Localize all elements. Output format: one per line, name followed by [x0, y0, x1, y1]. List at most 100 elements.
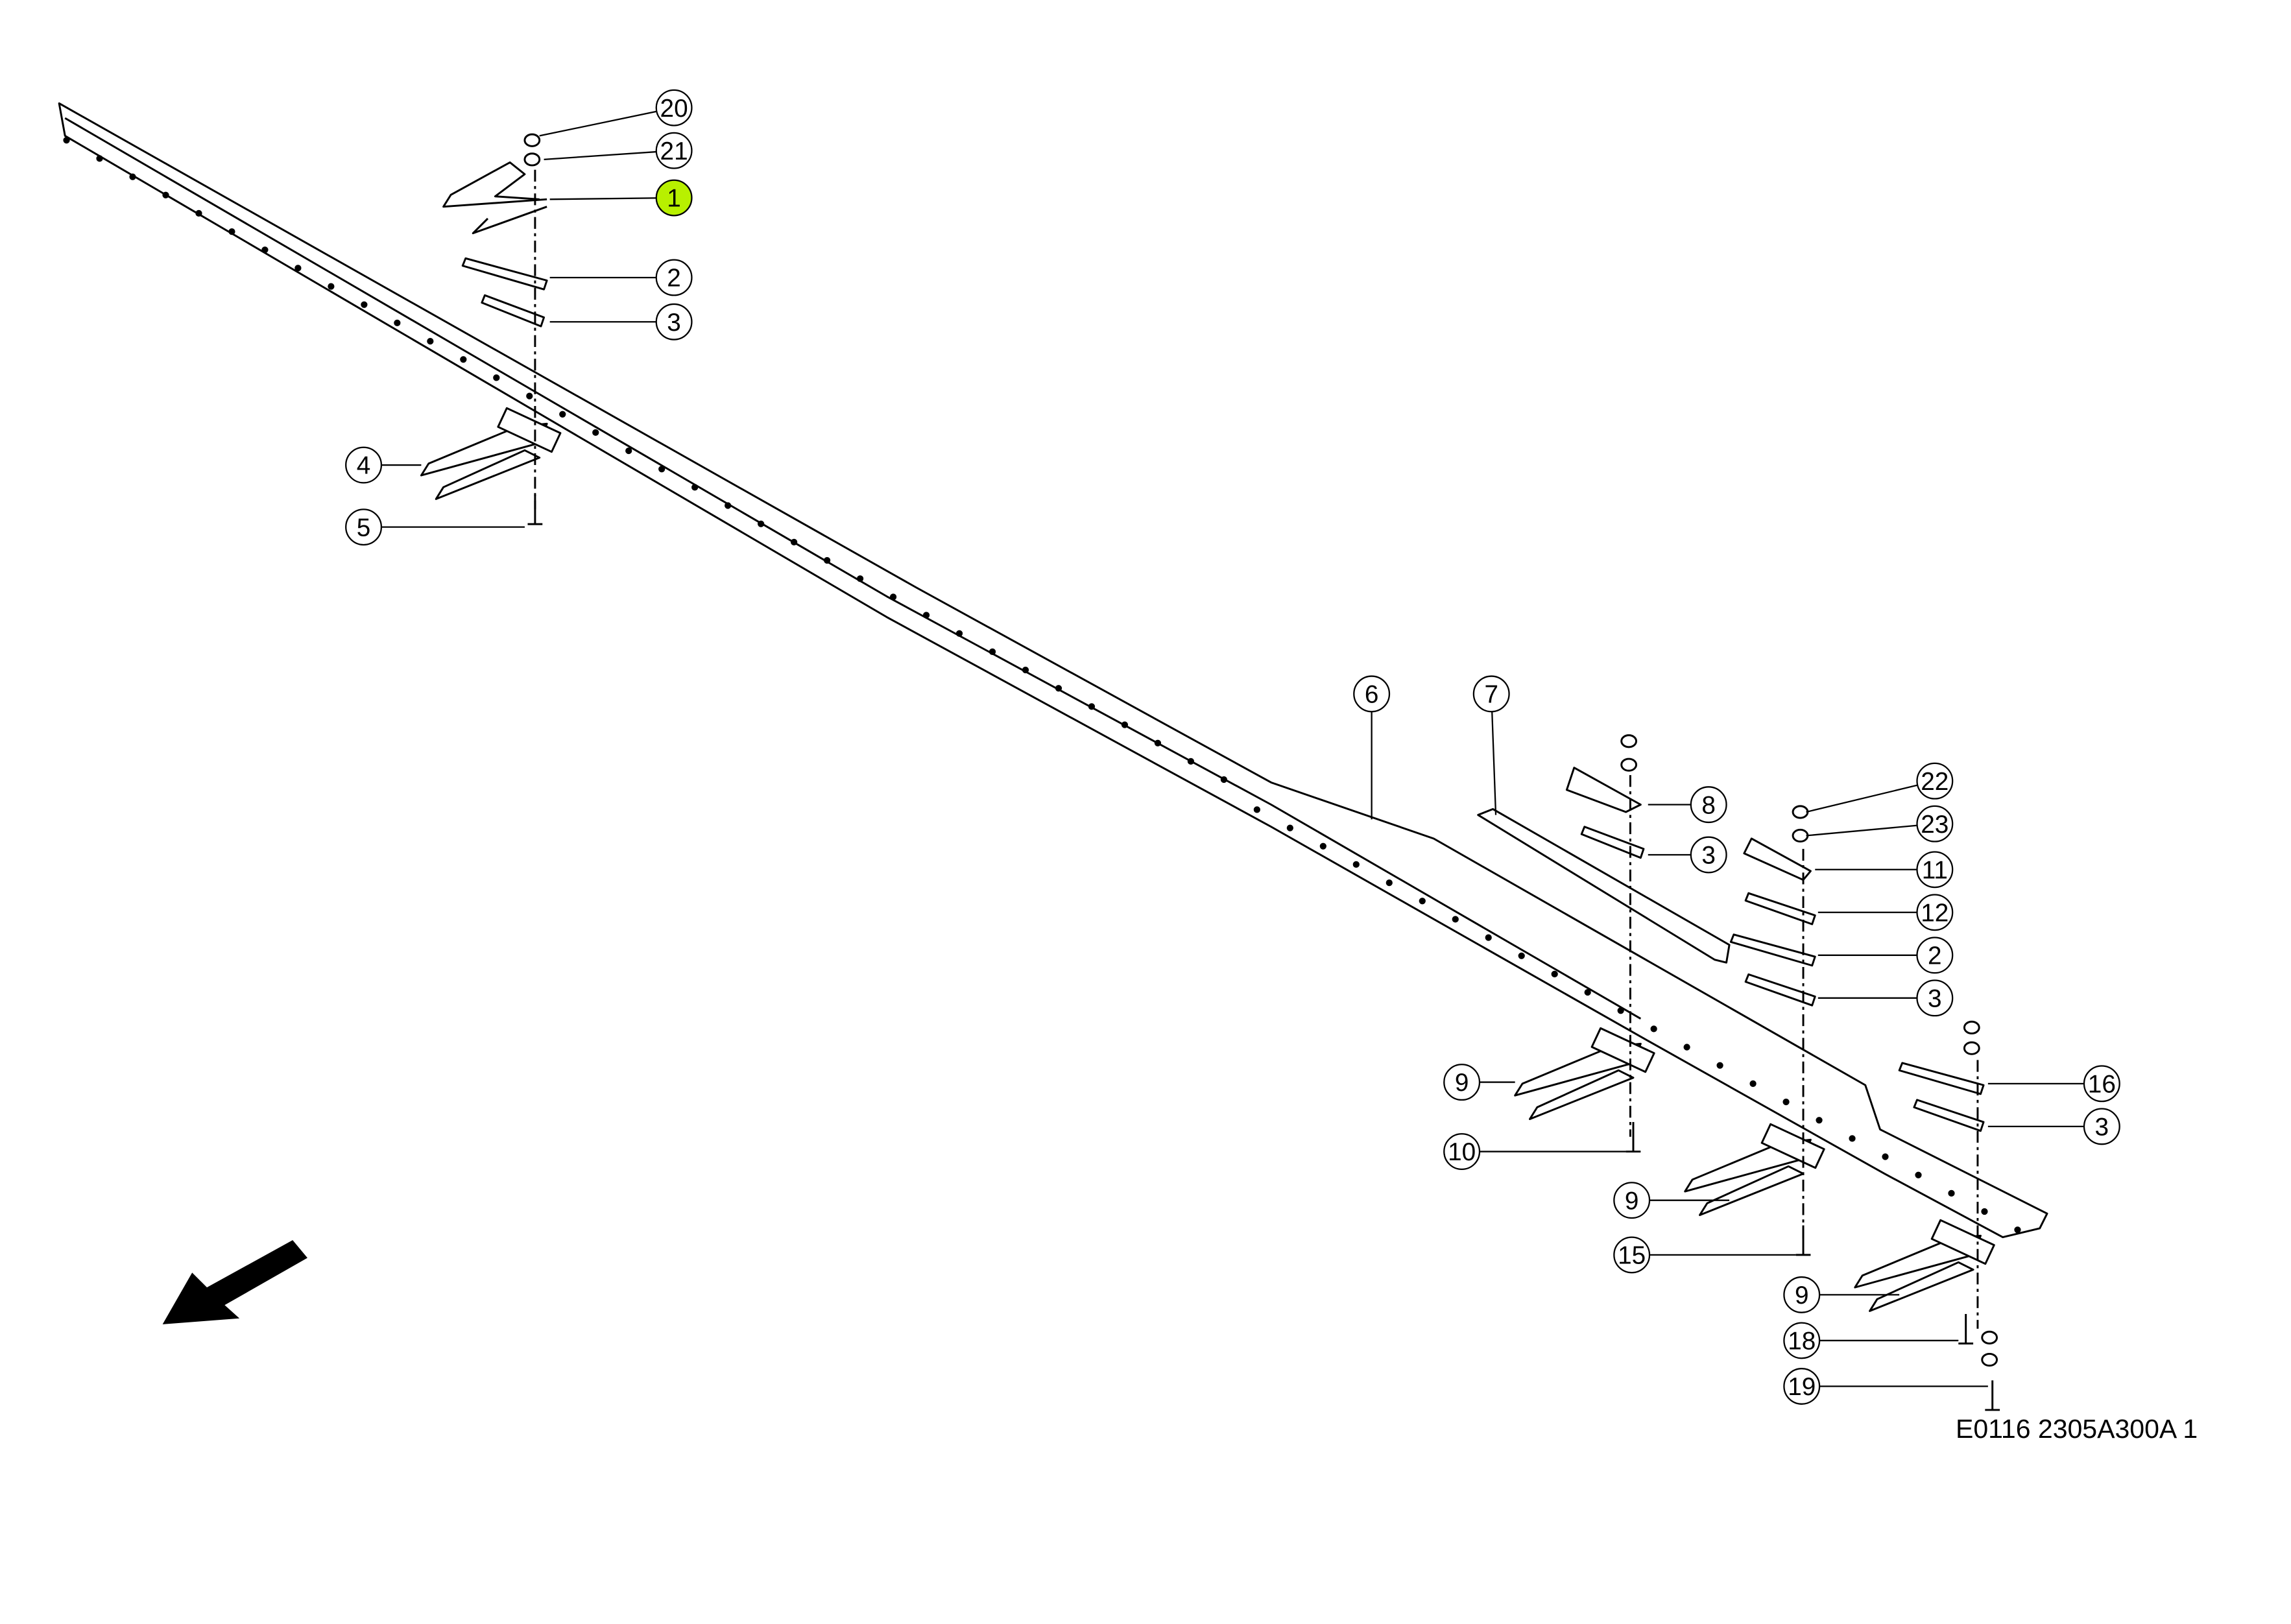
callout-2[interactable]: 2	[1916, 937, 1954, 974]
nut	[1963, 1041, 1980, 1055]
plate	[1898, 1062, 1985, 1095]
bar-hole	[1716, 1062, 1723, 1069]
nut	[1792, 828, 1809, 843]
bar-hole	[1286, 824, 1293, 831]
bolt	[1958, 1313, 1974, 1344]
bar-hole	[1220, 776, 1228, 783]
nut	[1620, 734, 1638, 748]
callout-label: 4	[357, 452, 371, 480]
plate	[1729, 933, 1816, 967]
callout-label: 9	[1625, 1187, 1639, 1215]
nut	[1620, 758, 1638, 772]
leader-line	[1806, 823, 1935, 837]
callout-1[interactable]: 1	[655, 179, 693, 217]
nut	[523, 133, 541, 147]
callout-16[interactable]: 16	[2083, 1065, 2120, 1103]
callout-3[interactable]: 3	[2083, 1108, 2120, 1145]
callout-9[interactable]: 9	[1443, 1064, 1481, 1101]
bar-hole	[889, 593, 897, 601]
bar-hole	[1915, 1171, 1922, 1178]
bar-hole	[1452, 916, 1459, 923]
callout-10[interactable]: 10	[1443, 1133, 1481, 1171]
bar-hole	[1385, 879, 1393, 887]
bar-hole	[96, 155, 103, 162]
callout-4[interactable]: 4	[345, 446, 383, 484]
hold-down-clip	[442, 161, 547, 235]
bar-hole	[261, 246, 269, 254]
bolt	[1625, 1122, 1641, 1153]
leader-line	[1806, 780, 1936, 813]
callout-9[interactable]: 9	[1783, 1276, 1821, 1313]
callout-15[interactable]: 15	[1613, 1236, 1651, 1274]
bar-hole	[1121, 721, 1129, 728]
knife-guard	[420, 407, 562, 500]
nut	[523, 152, 541, 167]
bar-hole	[1981, 1208, 1988, 1215]
callout-5[interactable]: 5	[345, 508, 383, 546]
cutter-bar	[58, 102, 2048, 1239]
callout-22[interactable]: 22	[1916, 762, 1954, 800]
plate	[481, 294, 546, 328]
nut	[1981, 1330, 1998, 1344]
callout-20[interactable]: 20	[655, 89, 693, 126]
plate	[461, 257, 548, 291]
leader-line	[1491, 693, 1497, 815]
nut	[1963, 1020, 1980, 1034]
callout-label: 6	[1365, 681, 1379, 709]
bar-hole	[1551, 970, 1558, 978]
bar-hole	[1022, 666, 1029, 674]
bar-hole	[1584, 988, 1591, 996]
callout-9[interactable]: 9	[1613, 1182, 1651, 1219]
leader-line	[539, 107, 675, 137]
knife-guard	[1514, 1027, 1655, 1120]
callout-7[interactable]: 7	[1472, 675, 1510, 713]
callout-21[interactable]: 21	[655, 132, 693, 169]
knife-guard	[1684, 1123, 1825, 1216]
callout-12[interactable]: 12	[1916, 894, 1954, 931]
bar-hole	[725, 502, 732, 509]
bar-hole	[1882, 1153, 1889, 1160]
bar-hole	[1683, 1044, 1690, 1051]
bar-hole	[1154, 739, 1162, 746]
bar-hole	[1055, 685, 1062, 692]
bar-hole	[1948, 1189, 1955, 1197]
bar-hole	[791, 538, 798, 546]
bar-hole	[1253, 806, 1260, 813]
plate	[1913, 1099, 1985, 1132]
callout-2[interactable]: 2	[655, 259, 693, 296]
callout-3[interactable]: 3	[1690, 836, 1727, 874]
bar-hole	[1782, 1098, 1790, 1106]
callout-label: 8	[1701, 791, 1716, 819]
bar-hole	[361, 301, 368, 308]
bar-hole	[955, 630, 963, 637]
plate	[1580, 826, 1645, 859]
callout-11[interactable]: 11	[1916, 851, 1954, 889]
bar-hole	[856, 575, 864, 582]
drawing-number: E0116 2305A300A 1	[1956, 1414, 2198, 1444]
callout-8[interactable]: 8	[1690, 786, 1727, 824]
leader-line	[544, 150, 675, 160]
callout-label: 10	[1448, 1138, 1476, 1166]
callout-18[interactable]: 18	[1783, 1322, 1821, 1359]
bar-hole	[1617, 1007, 1624, 1014]
bar-hole	[294, 265, 302, 272]
bar-hole	[526, 392, 533, 400]
callout-3[interactable]: 3	[1916, 979, 1954, 1017]
bar-hole	[1419, 898, 1426, 905]
bar-hole	[1816, 1117, 1823, 1124]
callout-label: 2	[1928, 942, 1942, 970]
bar-hole	[1518, 952, 1525, 959]
nut	[1792, 805, 1809, 819]
callout-label: 12	[1921, 899, 1949, 927]
bar-hole	[162, 191, 169, 198]
callout-6[interactable]: 6	[1353, 675, 1391, 713]
bar-hole	[228, 228, 235, 235]
hold-down-clip	[1743, 837, 1812, 881]
callout-3[interactable]: 3	[655, 303, 693, 340]
callout-19[interactable]: 19	[1783, 1368, 1821, 1405]
callout-label: 18	[1788, 1328, 1816, 1355]
bar-hole	[1319, 842, 1326, 850]
bar-hole	[1187, 758, 1195, 765]
bar-hole	[1352, 861, 1360, 868]
callout-23[interactable]: 23	[1916, 805, 1954, 842]
